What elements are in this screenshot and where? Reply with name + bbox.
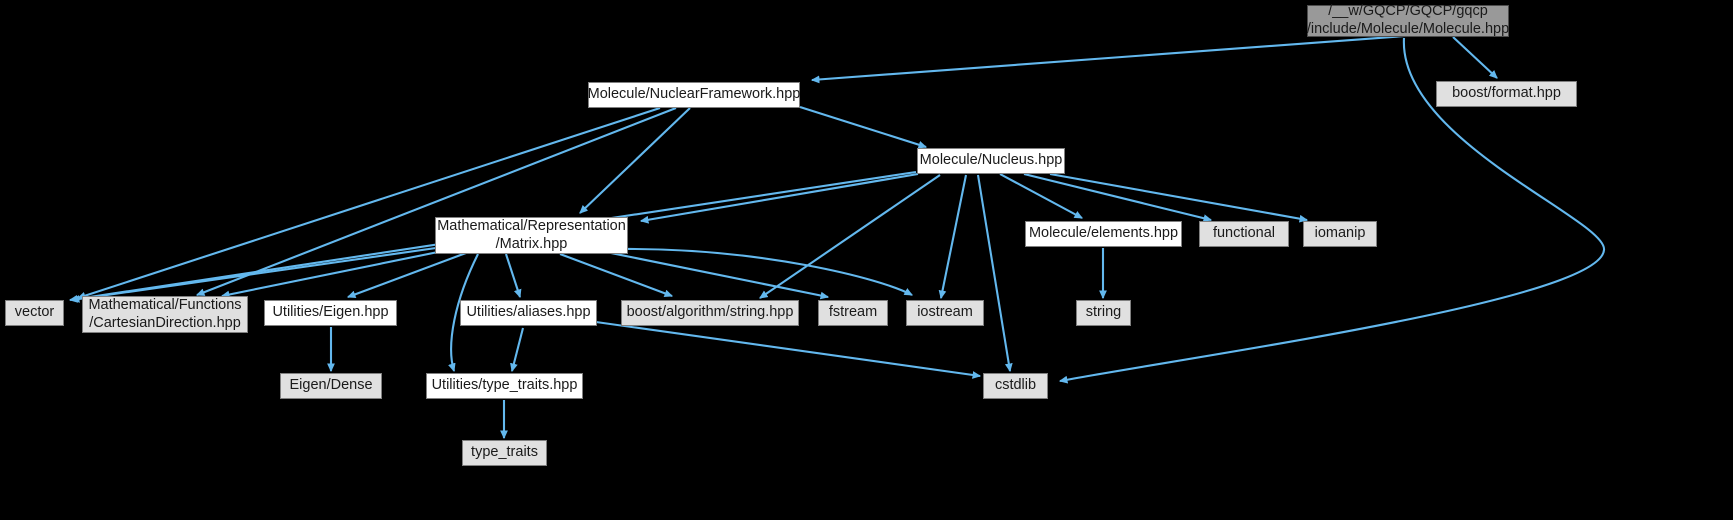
node-utilities-aliases-hpp[interactable]: Utilities/aliases.hpp bbox=[460, 300, 597, 326]
edge-nucleus-iomanip bbox=[1049, 172, 1309, 223]
node-cstdlib[interactable]: cstdlib bbox=[983, 373, 1048, 399]
edge-nucleus-boost-algorithm-string bbox=[759, 174, 941, 299]
node-label: cstdlib bbox=[994, 377, 1037, 394]
edge-root-nuclearframework bbox=[810, 34, 1406, 84]
edge-utilities-aliases-utilities-type-traits bbox=[510, 327, 525, 373]
node-label: Mathematical/Functions /CartesianDirecti… bbox=[88, 296, 242, 331]
node-label: Utilities/aliases.hpp bbox=[466, 304, 591, 321]
edge-matrix-utilities-aliases bbox=[505, 253, 522, 299]
node-iostream[interactable]: iostream bbox=[906, 300, 984, 326]
node-label: functional bbox=[1212, 225, 1276, 242]
node-label: /__w/GQCP/GQCP/gqcp /include/Molecule/Mo… bbox=[1306, 3, 1510, 37]
edge-matrix-utilities-eigen bbox=[346, 252, 467, 299]
node-mathematical-representation-matrix-hpp[interactable]: Mathematical/Representation /Matrix.hpp bbox=[435, 217, 628, 254]
node-label: Mathematical/Representation /Matrix.hpp bbox=[437, 217, 626, 252]
edge-nuclearframework-cartesiandirection bbox=[195, 107, 677, 296]
node-vector[interactable]: vector bbox=[5, 300, 64, 326]
node-label: Eigen/Dense bbox=[289, 377, 373, 394]
node-label: Utilities/type_traits.hpp bbox=[431, 377, 578, 394]
node-label: boost/algorithm/string.hpp bbox=[626, 304, 794, 321]
node-fstream[interactable]: fstream bbox=[818, 300, 888, 326]
edge-nuclearframework-vector bbox=[76, 107, 661, 300]
edge-matrix-cartesiandirection bbox=[220, 250, 439, 299]
node-boost-format-hpp[interactable]: boost/format.hpp bbox=[1436, 81, 1577, 107]
node-label: fstream bbox=[828, 304, 878, 321]
node-eigen-dense[interactable]: Eigen/Dense bbox=[280, 373, 382, 399]
edge-matrix-vector bbox=[70, 246, 437, 303]
node-functional[interactable]: functional bbox=[1199, 221, 1289, 247]
node-label: Utilities/Eigen.hpp bbox=[272, 304, 389, 321]
edge-root-boost-format bbox=[1452, 36, 1498, 79]
node-utilities-eigen-hpp[interactable]: Utilities/Eigen.hpp bbox=[264, 300, 397, 326]
node-string[interactable]: string bbox=[1076, 300, 1131, 326]
node-label: Molecule/Nucleus.hpp bbox=[919, 152, 1063, 169]
node-label: iomanip bbox=[1314, 225, 1366, 242]
node-iomanip[interactable]: iomanip bbox=[1303, 221, 1377, 247]
edge-nucleus-cstdlib bbox=[976, 174, 1013, 373]
node-label: type_traits bbox=[471, 444, 538, 461]
edge-matrix-fstream bbox=[605, 250, 830, 300]
edge-nucleus-elements bbox=[999, 173, 1083, 219]
node-mathematical-functions-cartesiandirection-hpp[interactable]: Mathematical/Functions /CartesianDirecti… bbox=[82, 296, 248, 333]
edge-nucleus-matrix bbox=[639, 172, 919, 224]
node-label: Molecule/elements.hpp bbox=[1028, 225, 1179, 242]
node-label: iostream bbox=[917, 304, 973, 321]
edge-utilities-aliases-cstdlib bbox=[595, 320, 982, 379]
edge-nuclearframework-nucleus bbox=[799, 105, 928, 149]
node-molecule-hpp[interactable]: /__w/GQCP/GQCP/gqcp /include/Molecule/Mo… bbox=[1307, 3, 1509, 37]
node-utilities-type-traits-hpp[interactable]: Utilities/type_traits.hpp bbox=[426, 373, 583, 399]
node-boost-algorithm-string-hpp[interactable]: boost/algorithm/string.hpp bbox=[621, 300, 799, 326]
node-type-traits[interactable]: type_traits bbox=[462, 440, 547, 466]
edge-nuclearframework-matrix bbox=[579, 107, 691, 214]
node-label: Molecule/NuclearFramework.hpp bbox=[587, 86, 801, 103]
edge-nucleus-functional bbox=[1023, 172, 1213, 222]
node-molecule-nucleus-hpp[interactable]: Molecule/Nucleus.hpp bbox=[917, 148, 1065, 174]
edge-nucleus-iostream bbox=[938, 174, 968, 300]
node-label: vector bbox=[14, 304, 55, 321]
edge-matrix-boost-algorithm-string bbox=[559, 253, 674, 298]
node-molecule-elements-hpp[interactable]: Molecule/elements.hpp bbox=[1025, 221, 1182, 247]
node-label: boost/format.hpp bbox=[1452, 85, 1561, 102]
edge-matrix-iostream bbox=[621, 247, 913, 296]
node-label: string bbox=[1085, 304, 1122, 321]
node-molecule-nuclearframework-hpp[interactable]: Molecule/NuclearFramework.hpp bbox=[588, 82, 800, 108]
